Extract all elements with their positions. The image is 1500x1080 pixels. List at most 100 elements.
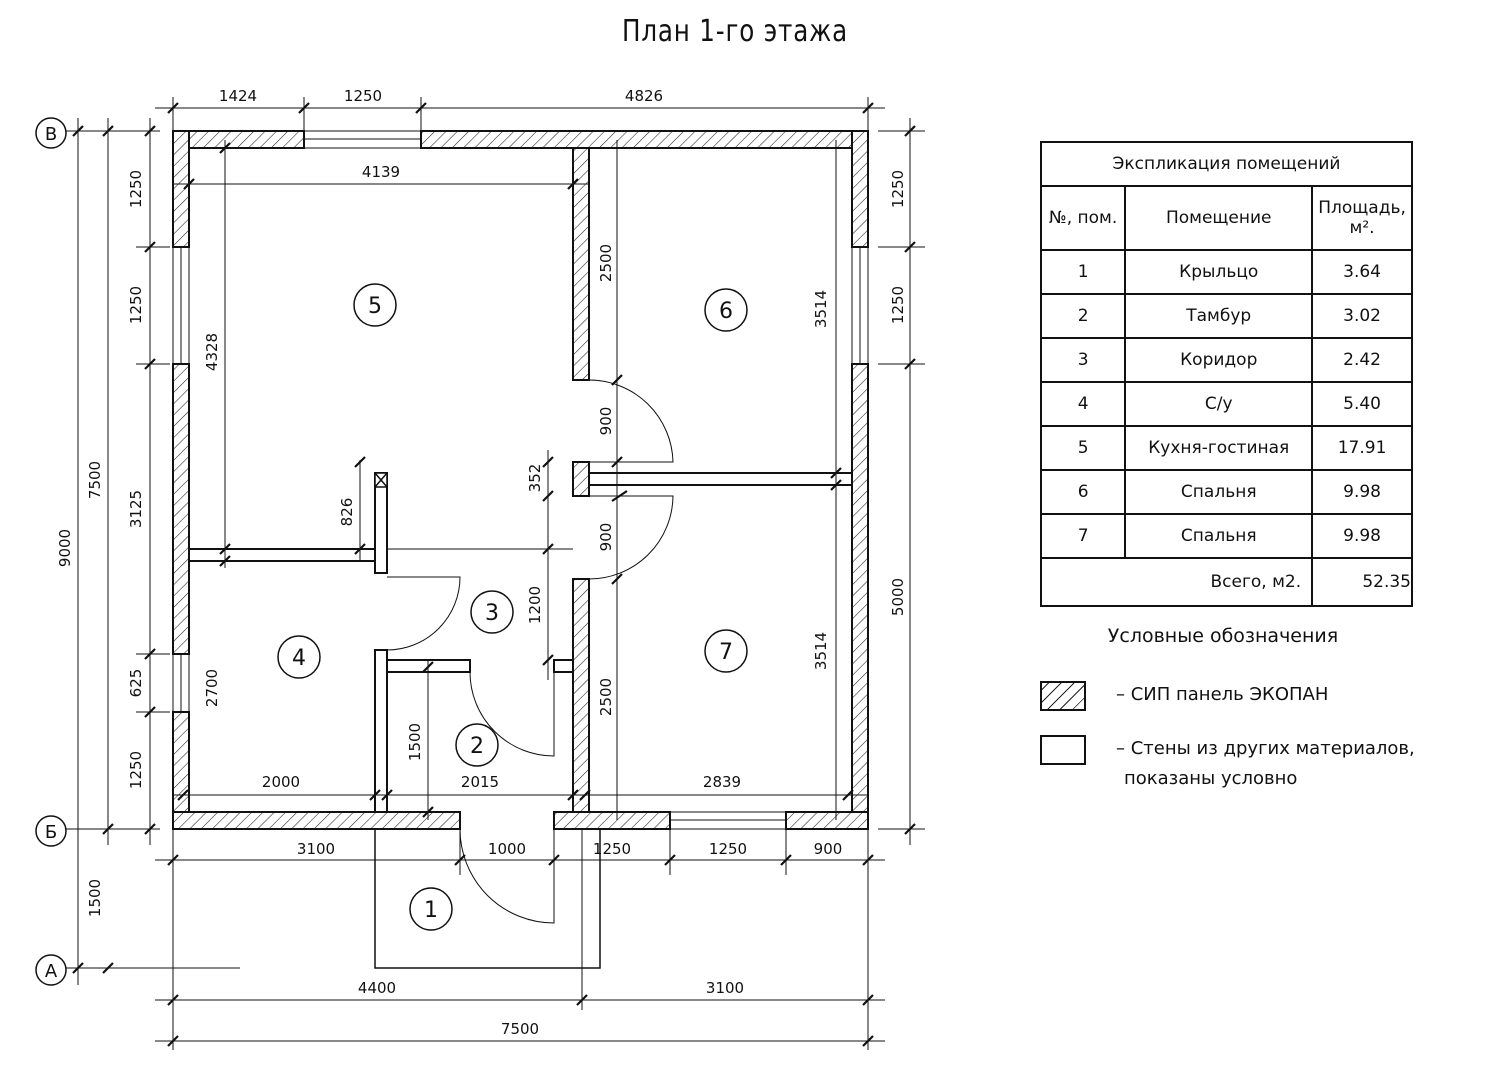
- cell-name: Спальня: [1124, 513, 1314, 559]
- dim-bottom-1250b: 1250: [709, 840, 747, 858]
- wall-top-right: [420, 130, 869, 149]
- other-walls: [188, 472, 853, 969]
- room-number-1: 1: [424, 898, 438, 923]
- wall-bottom-1: [172, 811, 461, 830]
- dim-2839: 2839: [703, 773, 741, 791]
- dim-left-9000: 9000: [56, 529, 74, 567]
- dim-top-1250: 1250: [344, 87, 382, 105]
- wall-bottom-3: [785, 811, 869, 830]
- dim-2000: 2000: [262, 773, 300, 791]
- header-area: Площадь, м².: [1311, 185, 1413, 251]
- dim-900-lower: 900: [597, 523, 615, 552]
- dim-1500: 1500: [406, 723, 424, 761]
- cell-area: 3.64: [1311, 249, 1413, 295]
- cell-num: 6: [1039, 469, 1127, 515]
- header-number: №, пом.: [1039, 185, 1127, 251]
- cell-name: Крыльцо: [1124, 249, 1314, 295]
- room-markers: [277, 283, 748, 931]
- room-number-3: 3: [485, 601, 499, 626]
- vent-shaft-icon: [374, 472, 388, 488]
- cell-num: 5: [1039, 425, 1127, 471]
- wall-left-1: [172, 130, 190, 248]
- wall-inner-upper: [572, 147, 590, 381]
- dim-left-7500: 7500: [86, 461, 104, 499]
- dim-2500-upper: 2500: [597, 244, 615, 282]
- axis-label-Б: Б: [45, 822, 57, 843]
- room-marker-1: [409, 887, 453, 931]
- dimension-ticks: [72, 102, 916, 1047]
- wall-right-1: [851, 130, 869, 248]
- cell-area: 5.40: [1311, 381, 1413, 427]
- dim-bottom-900: 900: [814, 840, 843, 858]
- empty-swatch-icon: [1040, 735, 1086, 765]
- room-number-6: 6: [719, 299, 733, 324]
- dim-right-5000: 5000: [889, 578, 907, 616]
- dim-2015: 2015: [461, 773, 499, 791]
- room-number-2: 2: [470, 734, 484, 759]
- hatched-swatch-icon: [1040, 681, 1086, 711]
- cell-num: 7: [1039, 513, 1127, 559]
- dim-total-7500: 7500: [501, 1020, 539, 1038]
- dim-3514-room6: 3514: [812, 290, 830, 328]
- axis-markers: [35, 117, 67, 986]
- axis-marker-Б: [35, 815, 67, 847]
- dimension-lines: [65, 97, 925, 1050]
- door-entry: [459, 828, 555, 924]
- dim-4400: 4400: [358, 979, 396, 997]
- cell-area: 17.91: [1311, 425, 1413, 471]
- dim-3514-room7: 3514: [812, 632, 830, 670]
- dim-4328: 4328: [203, 333, 221, 371]
- doors: [386, 379, 674, 924]
- room-marker-2: [455, 723, 499, 767]
- total-row: Всего, м2. 52.35: [1039, 557, 1413, 607]
- wall-bottom-2: [553, 811, 671, 830]
- room-number-7: 7: [719, 640, 733, 665]
- dim-bottom-1000: 1000: [488, 840, 526, 858]
- sip-walls: [172, 130, 869, 830]
- dim-left-1250c: 1250: [127, 751, 145, 789]
- dim-4139: 4139: [362, 163, 400, 181]
- cell-area: 9.98: [1311, 469, 1413, 515]
- dim-bottom-1250a: 1250: [593, 840, 631, 858]
- cell-area: 9.98: [1311, 513, 1413, 559]
- cell-name: Спальня: [1124, 469, 1314, 515]
- wall-left-2: [172, 363, 190, 655]
- room-marker-3: [470, 590, 514, 634]
- dim-826: 826: [338, 498, 356, 527]
- legend-text-other-2: показаны условно: [1124, 768, 1298, 789]
- cell-name: С/у: [1124, 381, 1314, 427]
- drawing-title: План 1-го этажа: [622, 14, 848, 49]
- dim-900-upper: 900: [597, 407, 615, 436]
- floor-plan: В Б А 1 2 3 4 5 6 7 1424 1250 4826 4139 …: [35, 87, 925, 1050]
- total-value: 52.35: [1311, 557, 1413, 607]
- dim-left-1250a: 1250: [127, 170, 145, 208]
- dim-right-1250a: 1250: [889, 170, 907, 208]
- cell-area: 3.02: [1311, 293, 1413, 339]
- dim-left-625: 625: [127, 669, 145, 698]
- cell-area: 2.42: [1311, 337, 1413, 383]
- dim-left-1250b: 1250: [127, 286, 145, 324]
- axis-label-A: А: [45, 961, 58, 982]
- dim-right-1250b: 1250: [889, 286, 907, 324]
- table-caption: Экспликация помещений: [1040, 141, 1413, 187]
- cell-num: 4: [1039, 381, 1127, 427]
- room-number-5: 5: [368, 294, 382, 319]
- room-marker-7: [704, 629, 748, 673]
- dim-top-1424: 1424: [219, 87, 257, 105]
- door-vestibule: [469, 671, 555, 757]
- legend-text-other-1: – Стены из других материалов,: [1116, 738, 1415, 759]
- cell-name: Тамбур: [1124, 293, 1314, 339]
- door-room6: [588, 379, 674, 463]
- dim-352: 352: [526, 464, 544, 493]
- wall-inner-mid: [572, 461, 590, 497]
- dim-left-3125: 3125: [127, 490, 145, 528]
- room-marker-4: [277, 635, 321, 679]
- dim-top-4826: 4826: [625, 87, 663, 105]
- cell-name: Кухня-гостиная: [1124, 425, 1314, 471]
- cell-num: 3: [1039, 337, 1127, 383]
